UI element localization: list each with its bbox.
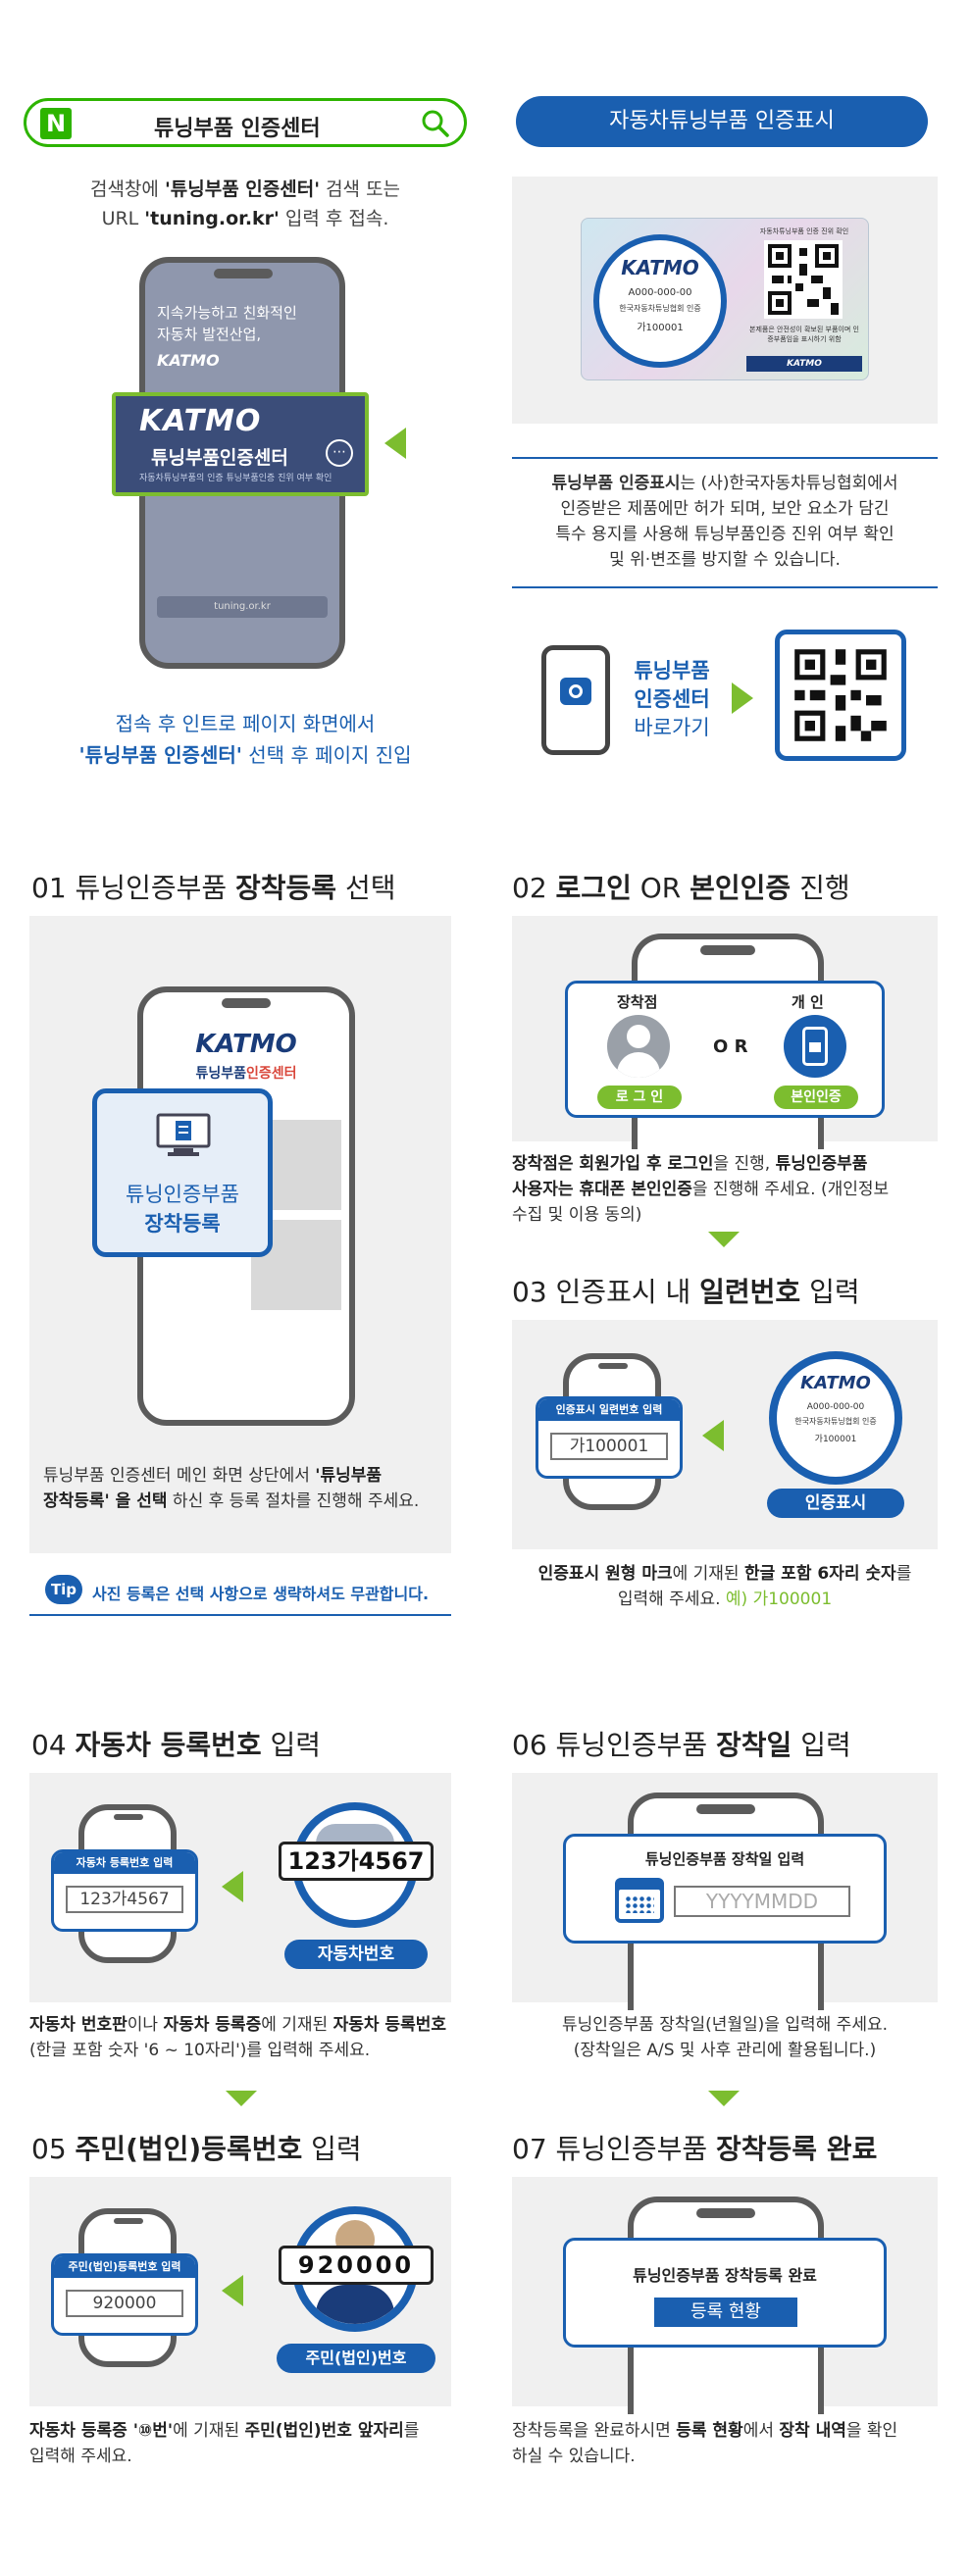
login-choice-card: 장착점 개 인 O R 로 그 인 본인인증 (565, 981, 885, 1118)
step04-arrow-icon (222, 1871, 243, 1902)
step02-down-arrow-icon (708, 1232, 740, 1247)
step03-description: 인증표시 원형 마크에 기재된 한글 포함 6자리 숫자를 입력해 주세요. 예… (537, 1564, 912, 1609)
identity-verify-button[interactable]: 본인인증 (774, 1086, 858, 1109)
car-number-input[interactable]: 123가4567 (66, 1886, 183, 1913)
banner-title: 튜닝부품인증센터 (151, 447, 288, 469)
step04-description: 자동차 번호판이나 자동차 등록증에 기재된 자동차 등록번호 (한글 포함 숫… (29, 2015, 446, 2060)
label-header: 자동차튜닝부품 인증 진위 확인 (759, 227, 849, 235)
divider-top (512, 457, 938, 459)
car-number-pill: 자동차번호 (284, 1940, 428, 1969)
resident-number-pill: 주민(법인)번호 (277, 2344, 435, 2373)
intro-instruction: 검색창에 '튜닝부품 인증센터' 검색 또는 URL 'tuning.or.kr… (89, 178, 401, 229)
tip-badge: Tip (45, 1575, 82, 1604)
step06-description: 튜닝인증부품 장착일(년월일)을 입력해 주세요. (장착일은 A/S 및 사후… (561, 2015, 889, 2060)
shortcut-arrow-icon (732, 682, 753, 714)
step04-title: 04 자동차 등록번호 입력 (31, 1729, 322, 1761)
step01-title: 01 튜닝인증부품 장착등록 선택 (31, 872, 396, 904)
shortcut-phone-icon (541, 645, 610, 755)
serial-input[interactable]: 가100001 (550, 1433, 668, 1460)
step04-down-arrow-icon (226, 2091, 257, 2106)
calendar-icon (615, 1878, 664, 1923)
step01-phone-sub: 튜닝부품인증센터 (195, 1066, 297, 1082)
install-date-card: 튜닝인증부품 장착일 입력 YYYYMMDD (563, 1834, 887, 1944)
label-seal: KATMO A000-000-00 한국자동차튜닝협회 인증 가100001 (593, 234, 727, 368)
divider-bottom (512, 586, 938, 588)
phone-lock-icon (784, 1015, 846, 1078)
tip-bar: Tip 사진 등록은 선택 사항으로 생략하셔도 무관합니다. (29, 1569, 451, 1616)
step02-left-label: 장착점 (617, 993, 658, 1011)
step05-title: 05 주민(법인)등록번호 입력 (31, 2133, 362, 2165)
license-plate: 123가4567 (279, 1842, 434, 1881)
step01-katmo-logo: KATMO (195, 1030, 297, 1059)
car-number-card: 자동차 등록번호 입력 123가4567 (51, 1849, 198, 1932)
shortcut-qr-icon[interactable] (775, 630, 906, 761)
serial-card-head: 인증표시 일련번호 입력 (538, 1399, 680, 1421)
serial-input-card: 인증표시 일련번호 입력 가100001 (536, 1396, 683, 1479)
login-button[interactable]: 로 그 인 (597, 1086, 682, 1109)
banner-sub: 자동차튜닝부품의 인증 튜닝부품인증 진위 여부 확인 (139, 474, 332, 483)
label-info-pill: 자동차튜닝부품 인증표시 (516, 96, 928, 147)
step03-title: 03 인증표시 내 일련번호 입력 (512, 1276, 860, 1308)
step01-description: 튜닝부품 인증센터 메인 화면 상단에서 '튜닝부품 장착등록' 을 선택 하신… (43, 1466, 420, 1511)
banner-arrow-icon (384, 428, 406, 459)
search-icon[interactable] (421, 109, 450, 138)
resident-number-plate: 920000 (279, 2246, 434, 2285)
step06-title: 06 튜닝인증부품 장착일 입력 (512, 1729, 851, 1761)
step02-right-label: 개 인 (792, 993, 824, 1011)
install-date-input[interactable]: YYYYMMDD (674, 1886, 850, 1917)
naver-logo-icon: N (40, 108, 72, 139)
step06-down-arrow-icon (708, 2091, 740, 2106)
resident-number-input[interactable]: 920000 (66, 2290, 183, 2317)
label-mark-pill: 인증표시 (767, 1489, 904, 1518)
label-sample-sticker: KATMO A000-000-00 한국자동차튜닝협회 인증 가100001 자… (581, 218, 869, 380)
shortcut-link[interactable]: 튜닝부품 인증센터 바로가기 (634, 659, 710, 739)
label-note: 본제품은 안전성이 확보된 부품이며 인증부품임을 표시하기 위함 (749, 326, 859, 343)
step03-seal: KATMO A000-000-00 한국자동차튜닝협회 인증 가100001 (769, 1351, 902, 1485)
phone-screen-text: 지속가능하고 친화적인 자동차 발전산업, (157, 304, 297, 343)
car-card-head: 자동차 등록번호 입력 (54, 1852, 195, 1874)
resident-number-card: 주민(법인)등록번호 입력 920000 (51, 2253, 198, 2336)
install-register-popup[interactable]: 튜닝인증부품 장착등록 (92, 1088, 273, 1257)
complete-card-head: 튜닝인증부품 장착등록 완료 (633, 2266, 817, 2285)
tip-text: 사진 등록은 선택 사항으로 생략하셔도 무관합니다. (92, 1585, 430, 1603)
label-qr-icon (764, 240, 843, 319)
registration-status-button[interactable]: 등록 현황 (654, 2298, 797, 2327)
step07-description: 장착등록을 완료하시면 등록 현황에서 장착 내역을 확인 하실 수 있습니다. (512, 2421, 898, 2466)
step02-title: 02 로그인 OR 본인인증 진행 (512, 872, 850, 904)
step07-title: 07 튜닝인증부품 장착등록 완료 (512, 2133, 878, 2165)
intro-caption: 접속 후 인트로 페이지 화면에서 '튜닝부품 인증센터' 선택 후 페이지 진… (78, 712, 412, 767)
phone-katmo-logo: KATMO (157, 351, 220, 370)
step05-description: 자동차 등록증 '⑩번'에 기재된 주민(법인)번호 앞자리를 입력해 주세요. (29, 2421, 420, 2466)
popup-text: 튜닝인증부품 장착등록 (126, 1183, 239, 1236)
user-avatar-icon (607, 1015, 670, 1078)
banner-more-icon[interactable]: ⋯ (326, 439, 353, 467)
monitor-icon (154, 1111, 213, 1160)
date-card-head: 튜닝인증부품 장착일 입력 (644, 1850, 805, 1868)
phone-url-bar: tuning.or.kr (157, 596, 328, 618)
label-footer: KATMO (746, 356, 862, 372)
resident-card-head: 주민(법인)등록번호 입력 (54, 2256, 195, 2278)
step02-description: 장착점은 회원가입 후 로그인을 진행, 튜닝인증부품 사용자는 휴대폰 본인인… (512, 1154, 890, 1225)
tuning-center-banner[interactable]: KATMO 튜닝부품인증센터 자동차튜닝부품의 인증 튜닝부품인증 진위 여부 … (112, 392, 369, 496)
banner-katmo-logo: KATMO (139, 404, 262, 438)
install-complete-card: 튜닝인증부품 장착등록 완료 등록 현황 (563, 2238, 887, 2348)
search-text: 튜닝부품 인증센터 (154, 117, 321, 141)
step03-arrow-icon (702, 1420, 724, 1451)
label-description: 튜닝부품 인증표시는 (사)한국자동차튜닝협회에서 인증받은 제품에만 허가 되… (551, 474, 898, 570)
or-text: O R (713, 1036, 748, 1057)
step05-arrow-icon (222, 2275, 243, 2306)
search-bar[interactable]: N 튜닝부품 인증센터 (24, 98, 467, 147)
